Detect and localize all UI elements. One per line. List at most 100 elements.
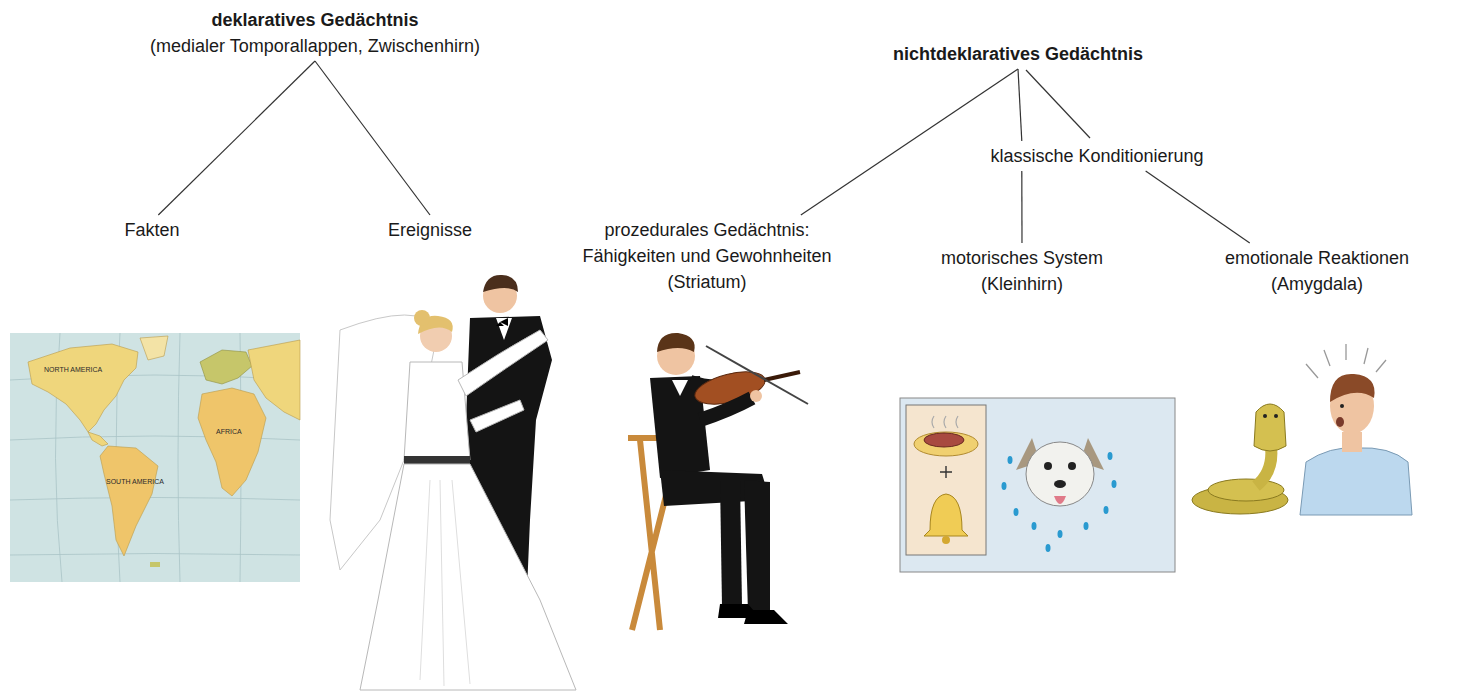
illustration-path (404, 456, 470, 464)
illustration-path (483, 275, 518, 292)
illustration-ellipse (1084, 522, 1089, 530)
violinist (628, 333, 808, 630)
illustration-rect (10, 333, 300, 582)
illustration-ellipse (924, 433, 964, 447)
pavlov-panel (900, 398, 1175, 572)
illustration-path (198, 388, 266, 496)
illustration-path (657, 333, 695, 352)
illustration-circle (1263, 414, 1267, 418)
illustration-path (924, 494, 968, 536)
node-title: emotionale Reaktionen (1225, 245, 1409, 271)
illustration-circle (1044, 462, 1052, 470)
illustration-ellipse (1336, 417, 1344, 427)
tree-connector (1021, 171, 1022, 243)
illustration-circle (942, 536, 950, 544)
illustration-line (1026, 70, 1090, 138)
node-title: Ereignisse (388, 217, 472, 243)
node-title: prozedurales Gedächtnis: Fähigkeiten und… (573, 217, 841, 269)
category-heading: nichtdeklaratives Gedächtnis (889, 40, 1147, 68)
node-subtitle: (Kleinhirn) (941, 271, 1103, 297)
illustration-ellipse (1054, 480, 1066, 488)
node-title: klassische Konditionierung (990, 143, 1203, 169)
illustration-path (496, 318, 508, 326)
illustration-path (764, 372, 800, 380)
illustration-ellipse (1002, 482, 1007, 490)
illustration-path (420, 480, 470, 686)
subcategory-label: Fakten (120, 216, 183, 244)
subcategory-label: Ereignisse (384, 216, 476, 244)
tree-connector (1146, 171, 1250, 243)
illustration-path (200, 350, 252, 384)
tree-connector (315, 61, 430, 215)
node-subtitle: (Striatum) (573, 269, 841, 295)
illustration-ellipse (1026, 442, 1094, 506)
illustration-path (1342, 432, 1362, 452)
illustration-path (10, 375, 300, 555)
dancing-couple (330, 275, 576, 690)
illustration-circle (1274, 414, 1278, 418)
tree-connector (1018, 69, 1022, 141)
illustration-path (1330, 374, 1375, 402)
illustration-ellipse (1112, 480, 1117, 488)
illustration-path (700, 398, 752, 420)
tree-connector (158, 61, 315, 215)
illustration-path (706, 346, 808, 404)
illustration-ellipse (1208, 479, 1284, 501)
subcategory-label: klassische Konditionierung (986, 142, 1207, 170)
illustration-ellipse (914, 432, 978, 456)
node-title: motorisches System (941, 245, 1103, 271)
illustration-path (672, 380, 688, 396)
illustration-circle (1340, 404, 1344, 408)
map-label: SOUTH AMERICA (106, 478, 164, 486)
illustration-rect (150, 562, 160, 567)
illustration-ellipse (1032, 522, 1037, 530)
world-map (10, 333, 300, 582)
illustration-path (932, 416, 958, 428)
subcategory-label: motorisches System(Kleinhirn) (937, 244, 1107, 298)
map-label: NORTH AMERICA (44, 366, 102, 374)
illustration-path (718, 604, 788, 624)
illustration-ellipse (1014, 508, 1019, 516)
illustration-path (1300, 448, 1412, 515)
illustration-path (28, 344, 138, 432)
illustration-circle (1068, 462, 1076, 470)
illustration-path (1254, 404, 1286, 451)
illustration-g (1002, 452, 1117, 552)
illustration-path (100, 446, 158, 556)
illustration-path (470, 400, 524, 432)
node-subtitle: (medialer Tomporallappen, Zwischenhirn) (150, 33, 480, 59)
node-title: nichtdeklaratives Gedächtnis (893, 41, 1143, 67)
illustration-circle (414, 310, 430, 326)
illustration-ellipse (1046, 544, 1051, 552)
subcategory-label: emotionale Reaktionen(Amygdala) (1221, 244, 1413, 298)
illustration-path (1306, 344, 1386, 378)
node-title: Fakten (124, 217, 179, 243)
illustration-rect (906, 405, 986, 555)
illustration-ellipse (1008, 456, 1013, 464)
illustration-path (744, 480, 770, 612)
illustration-path (140, 336, 168, 360)
cobra-and-man (1192, 344, 1412, 515)
tree-connector (801, 69, 1018, 215)
illustration-path (458, 330, 548, 396)
map-label: AFRICA (216, 428, 242, 436)
illustration-path (496, 318, 512, 340)
node-subtitle: (Amygdala) (1225, 271, 1409, 297)
illustration-path (404, 362, 470, 460)
illustration-ellipse (1104, 506, 1109, 514)
illustration-path (1054, 496, 1066, 504)
illustration-path (248, 340, 300, 420)
illustration-path (720, 480, 742, 606)
illustration-ellipse (1108, 452, 1113, 460)
illustration-ellipse (1058, 530, 1063, 538)
illustration-path (360, 464, 576, 690)
illustration-path (88, 432, 108, 446)
illustration-path (940, 466, 952, 478)
node-title: deklaratives Gedächtnis (150, 7, 480, 33)
illustration-rect (900, 398, 1175, 572)
subcategory-label: prozedurales Gedächtnis: Fähigkeiten und… (569, 216, 845, 296)
category-heading: deklaratives Gedächtnis(medialer Tompora… (146, 6, 484, 60)
